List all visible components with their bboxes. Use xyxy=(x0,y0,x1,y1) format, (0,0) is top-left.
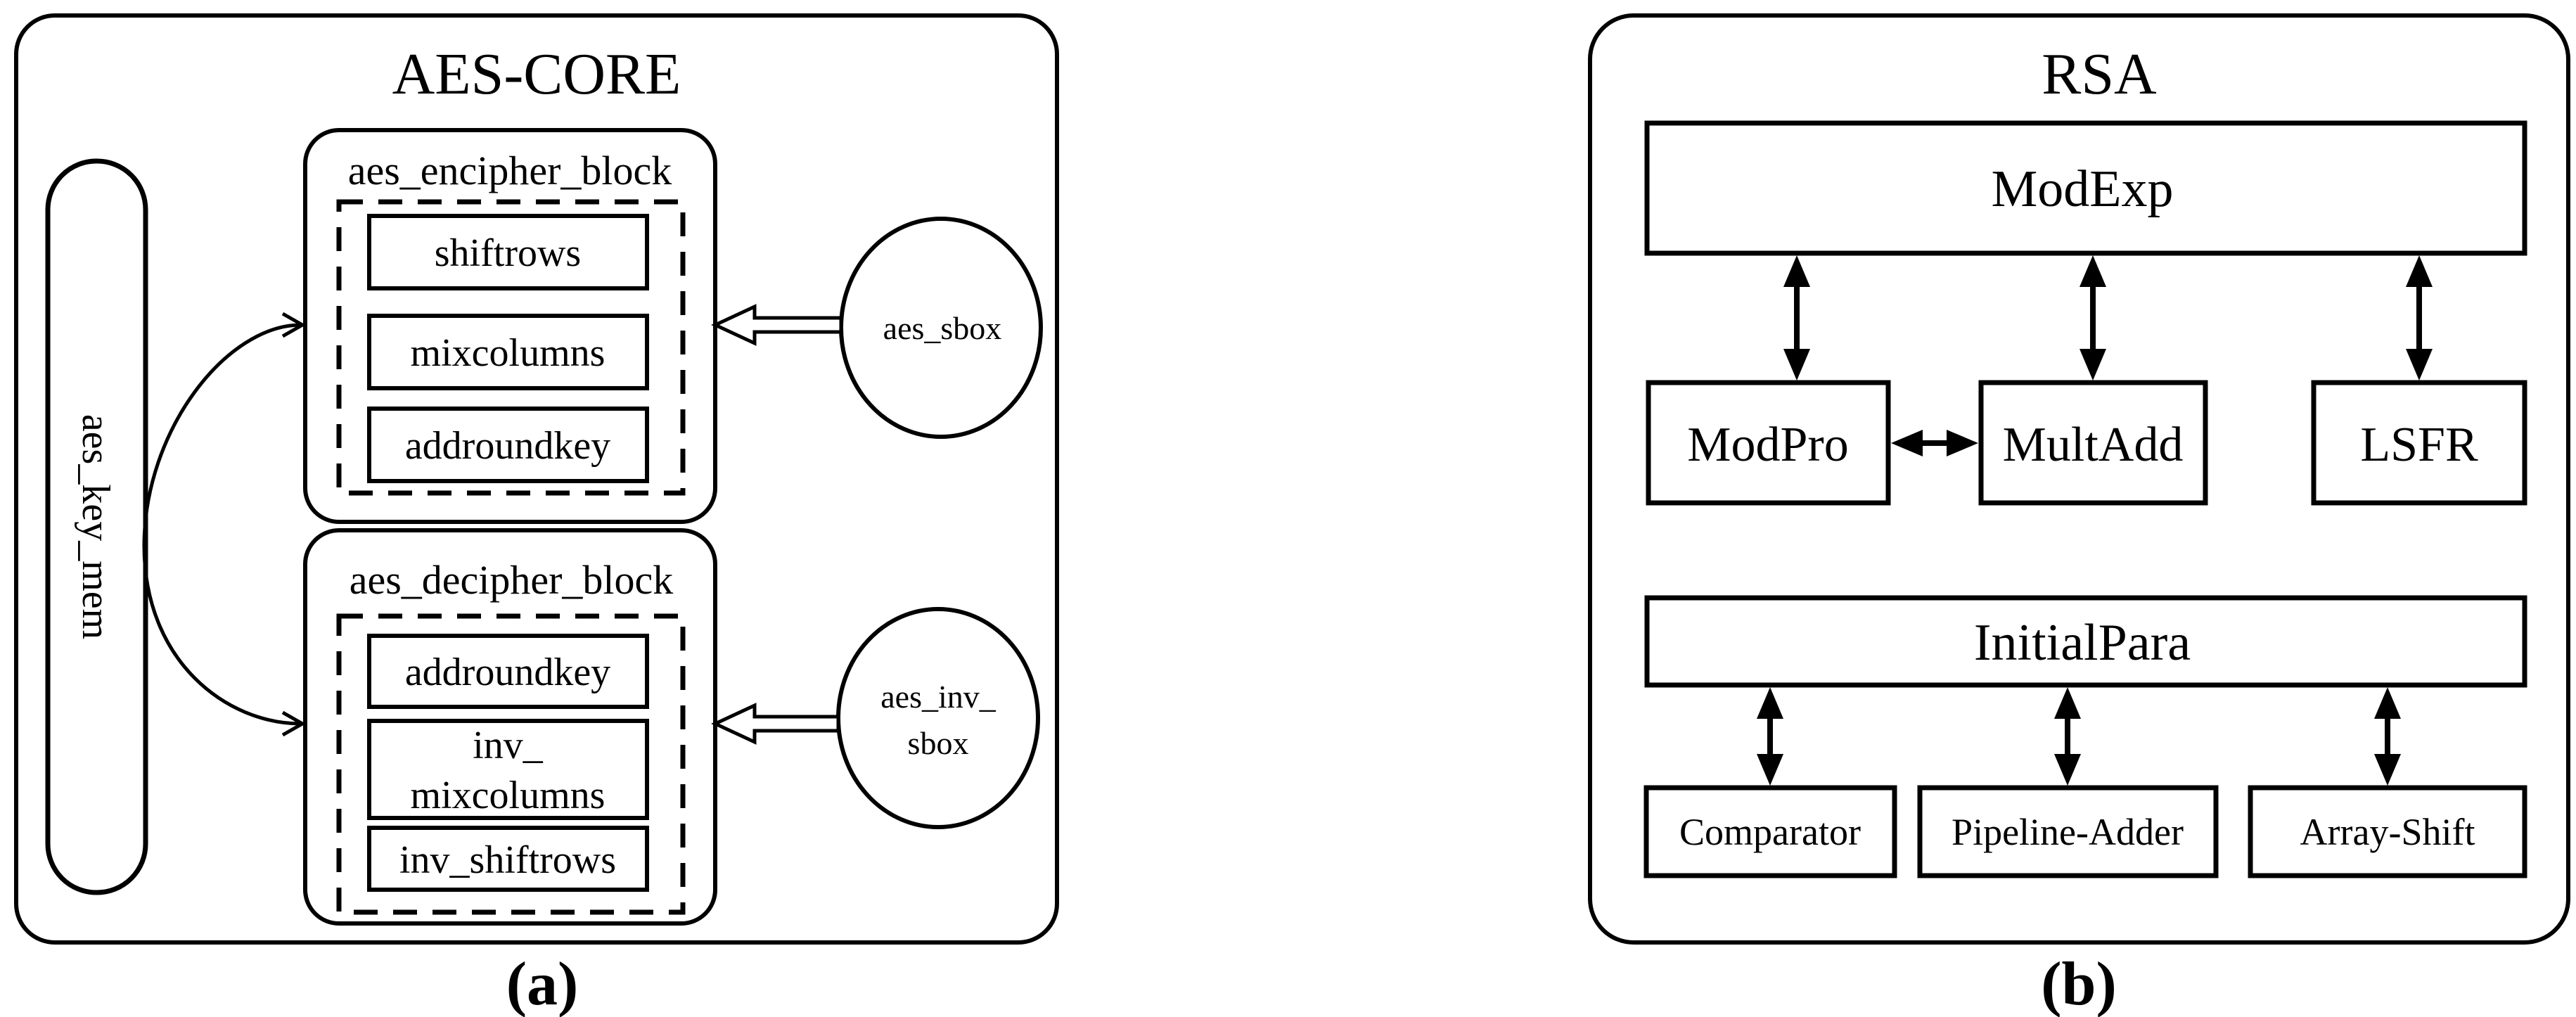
initialpara-array-shift-arrow xyxy=(2374,687,2401,786)
rsa-title: RSA xyxy=(2042,41,2157,107)
aes-key-mem-label: aes_key_mem xyxy=(74,414,117,639)
sbox-to-encipher-arrow xyxy=(711,304,843,346)
pipeline-adder-box xyxy=(1917,785,2219,878)
rsa-panel: RSA ModExp ModPro MultAdd LSFR xyxy=(1588,13,2570,1017)
lsfr-box xyxy=(2311,380,2527,506)
stage-box-shiftrows xyxy=(367,214,649,290)
array-shift-box xyxy=(2248,785,2527,878)
modexp-multadd-arrow xyxy=(2080,255,2106,380)
stage-label-inv-mixcolumns-line2: mixcolumns xyxy=(411,774,605,817)
aes-encipher-block: aes_encipher_block shiftrows mixcolumns … xyxy=(303,128,717,524)
initialpara-pipeline-adder-arrow xyxy=(2054,687,2081,786)
aes-encipher-block-label: aes_encipher_block xyxy=(348,148,672,193)
key-mem-to-encipher-arrowhead xyxy=(281,312,307,338)
stage-label-addroundkey: addroundkey xyxy=(405,424,610,468)
modexp-label: ModExp xyxy=(1992,160,2174,218)
stage-label-addroundkey-dec: addroundkey xyxy=(405,651,610,694)
aes-core-title: AES-CORE xyxy=(392,41,681,107)
stage-label-inv-mixcolumns-line1: inv_ xyxy=(473,724,544,767)
array-shift-label: Array-Shift xyxy=(2300,811,2475,853)
modpro-label: ModPro xyxy=(1687,418,1848,472)
encipher-dashed-box xyxy=(336,199,686,496)
stage-box-mixcolumns xyxy=(367,314,649,390)
aes-sbox-label: aes_sbox xyxy=(883,310,1002,346)
aes-decipher-block: aes_decipher_block addroundkey inv_ mixc… xyxy=(303,528,717,926)
aes-inv-sbox-label-line1: aes_inv_ xyxy=(880,679,997,715)
caption-b: (b) xyxy=(2041,950,2117,1017)
modexp-modpro-arrow xyxy=(1783,255,1810,380)
stage-box-inv-shiftrows xyxy=(367,826,649,892)
stage-label-inv-shiftrows: inv_shiftrows xyxy=(399,838,616,882)
modpro-box xyxy=(1646,380,1891,506)
comparator-label: Comparator xyxy=(1679,811,1861,853)
modexp-box xyxy=(1644,120,2527,256)
key-mem-to-decipher-arrow xyxy=(142,545,302,726)
inv-sbox-to-decipher-arrow xyxy=(711,703,840,745)
pipeline-adder-label: Pipeline-Adder xyxy=(1952,811,2184,853)
initialpara-box xyxy=(1644,595,2527,688)
modexp-lsfr-arrow xyxy=(2406,255,2433,380)
multadd-box xyxy=(1978,380,2208,506)
aes-inv-sbox-ellipse xyxy=(836,607,1040,829)
initialpara-label: InitialPara xyxy=(1974,614,2191,672)
decipher-dashed-box xyxy=(336,613,686,915)
comparator-box xyxy=(1643,785,1897,878)
aes-core-panel: AES-CORE aes_key_mem aes_encipher_block … xyxy=(14,13,1059,1017)
initialpara-comparator-arrow xyxy=(1757,687,1783,786)
aes-inv-sbox-label-line2: sbox xyxy=(908,725,969,761)
key-mem-to-decipher-arrowhead xyxy=(281,710,307,737)
key-mem-to-encipher-arrow xyxy=(142,323,302,546)
caption-a: (a) xyxy=(506,950,579,1017)
stage-label-mixcolumns: mixcolumns xyxy=(411,331,605,375)
stage-box-inv-mixcolumns xyxy=(367,719,649,820)
stage-label-shiftrows: shiftrows xyxy=(435,231,581,275)
stage-box-addroundkey xyxy=(367,407,649,483)
multadd-label: MultAdd xyxy=(2003,418,2184,472)
aes-decipher-block-label: aes_decipher_block xyxy=(350,557,674,603)
modpro-multadd-arrow xyxy=(1891,430,1978,456)
stage-box-addroundkey-dec xyxy=(367,634,649,709)
lsfr-label: LSFR xyxy=(2360,418,2478,472)
